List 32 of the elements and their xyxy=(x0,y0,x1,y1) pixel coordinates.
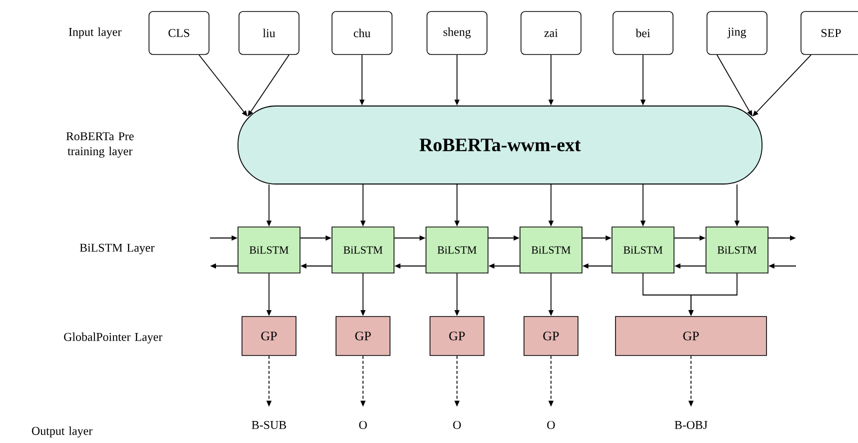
bilstm-box: BiLSTM xyxy=(706,226,768,274)
layer-label: RoBERTa Pre training layer xyxy=(66,132,134,158)
arrow xyxy=(752,54,812,116)
globalpointer-box: GP xyxy=(242,316,296,356)
layer-label: Output layer xyxy=(32,426,92,438)
output-tag: B-SUB xyxy=(252,420,286,429)
token-box: SEP xyxy=(800,11,858,55)
globalpointer-box: GP xyxy=(336,316,390,356)
globalpointer-box: GP xyxy=(430,316,484,356)
token-box: liu xyxy=(238,11,300,55)
arrow xyxy=(248,54,290,116)
bilstm-box: BiLSTM xyxy=(426,226,488,274)
bilstm-box: BiLSTM xyxy=(520,226,582,274)
bilstm-box: BiLSTM xyxy=(332,226,394,274)
token-box: sheng xyxy=(426,11,488,55)
token-box: zai xyxy=(520,11,582,55)
bilstm-box: BiLSTM xyxy=(612,226,674,274)
output-tag: B-OBJ xyxy=(674,420,708,429)
output-tag: O xyxy=(547,420,555,429)
token-box: chu xyxy=(332,11,392,55)
globalpointer-box: GP xyxy=(615,316,767,356)
model-box: RoBERTa-wwm-ext xyxy=(238,106,762,184)
layer-label: Input layer xyxy=(68,28,122,38)
token-box: bei xyxy=(612,11,674,55)
output-tag: O xyxy=(359,420,367,429)
token-box: jing xyxy=(706,11,768,55)
globalpointer-box: GP xyxy=(524,316,578,356)
token-box: CLS xyxy=(148,11,210,55)
layer-label: BiLSTM Layer xyxy=(80,244,154,254)
layer-label: GlobalPointer Layer xyxy=(64,332,162,344)
bilstm-box: BiLSTM xyxy=(238,226,300,274)
output-tag: O xyxy=(453,420,461,429)
